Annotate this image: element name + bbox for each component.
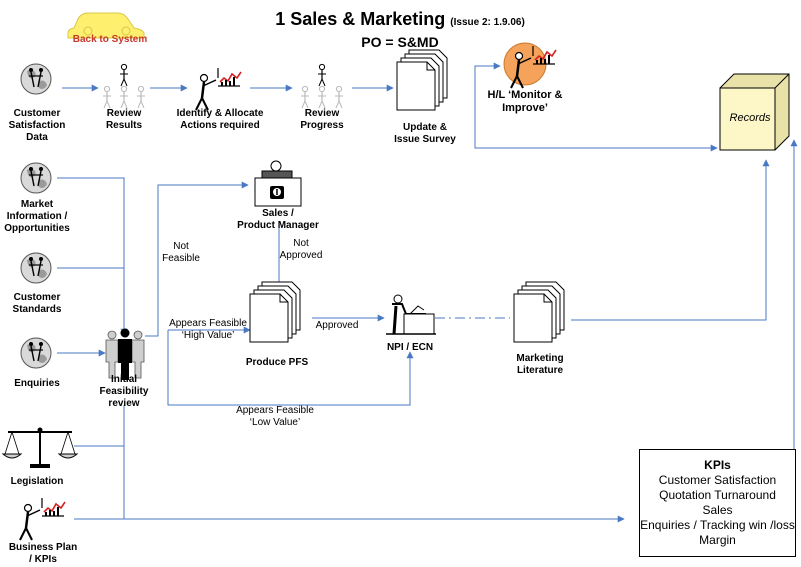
update-issue-survey-label: Update &Issue Survey (394, 122, 456, 145)
kpi-item: Enquiries / Tracking win /loss (640, 518, 795, 532)
kpis-heading: KPIs (704, 458, 731, 472)
marketing-literature-documents-icon (513, 281, 565, 343)
records-cabinet-icon (719, 73, 790, 151)
produce-pfs-documents-icon (249, 281, 301, 343)
enquiries-globe-icon (20, 337, 52, 369)
approved-label: Approved (315, 320, 359, 331)
kpi-item: Customer Satisfaction (658, 473, 777, 487)
monitor-improve-icon (503, 42, 558, 90)
business-plan-label: Business Plan/ KPIs (8, 542, 78, 565)
review-progress-people-icon (300, 63, 344, 109)
legislation-scales-icon (1, 427, 79, 468)
enquiries-label: Enquiries (14, 378, 60, 389)
customer-standards-globe-icon (20, 252, 52, 284)
page-title: 1 Sales & Marketing (Issue 2: 1.9.06) PO… (200, 8, 600, 50)
initial-feasibility-people-icon (105, 328, 145, 380)
business-plan-presenter-icon (18, 496, 67, 542)
back-to-system-link[interactable]: Back to System (72, 34, 148, 45)
sales-product-manager-label: Sales /Product Manager (237, 208, 319, 231)
kpi-item: Quotation Turnaround (659, 488, 776, 502)
title-main: 1 Sales & Marketing (275, 9, 446, 29)
legislation-label: Legislation (10, 476, 64, 487)
kpi-item: Sales (702, 503, 733, 517)
customer-satisfaction-globe-icon (20, 63, 52, 95)
sales-product-manager-icon (254, 160, 302, 207)
title-issue: (Issue 2: 1.9.06) (450, 17, 525, 28)
monitor-improve-label: H/L ‘Monitor &Improve’ (487, 89, 563, 114)
kpi-item: Margin (699, 533, 736, 547)
identify-allocate-presenter-icon (194, 66, 243, 112)
title-subtitle: PO = S&MD (361, 34, 439, 50)
npi-ecn-label: NPI / ECN (386, 342, 434, 353)
review-results-people-icon (102, 63, 146, 109)
kpis-box: KPIs Customer Satisfaction Quotation Tur… (639, 449, 796, 557)
appears-feasible-high-label: Appears Feasible‘High Value’ (169, 318, 247, 341)
appears-feasible-low-label: Appears Feasible‘Low Value’ (236, 405, 314, 428)
records-label: Records (729, 112, 771, 124)
market-information-globe-icon (20, 162, 52, 194)
back-to-system-car-icon[interactable] (67, 12, 145, 39)
update-issue-survey-documents-icon (396, 49, 448, 111)
npi-ecn-desk-icon (386, 294, 436, 335)
produce-pfs-label: Produce PFS (245, 357, 309, 368)
